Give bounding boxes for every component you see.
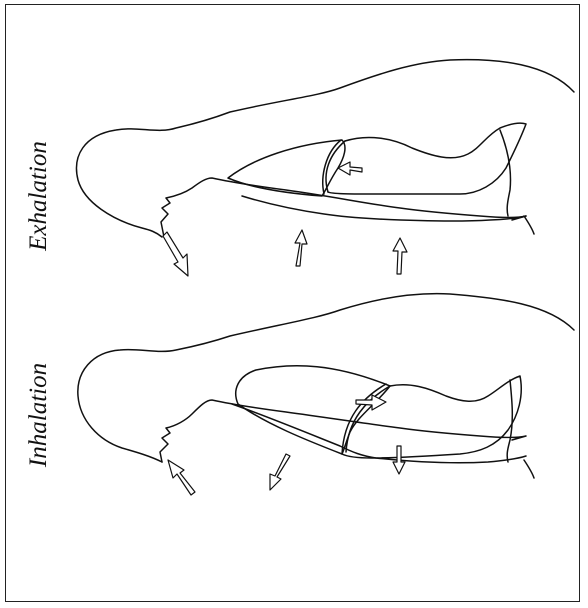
inhalation-label: Inhalation	[25, 363, 52, 468]
inhalation-back-line	[232, 404, 526, 463]
inhalation-lung	[236, 366, 390, 454]
exhalation-chest-arrow	[295, 230, 307, 266]
inhalation-diaphragm-arrow	[356, 395, 386, 410]
exhalation-face-outline	[161, 178, 526, 237]
exhalation-diaphragm-arrow	[338, 162, 362, 175]
exhalation-abdomen	[328, 123, 526, 194]
inhalation-mouth-arrow	[168, 460, 195, 495]
inhalation-chest-arrow	[270, 454, 290, 490]
exhalation-back-line	[242, 196, 526, 221]
exhalation-figure	[77, 60, 574, 276]
inhalation-figure	[78, 294, 574, 495]
exhalation-belly-arrow	[393, 238, 407, 274]
exhalation-mouth-arrow	[163, 232, 188, 276]
exhalation-head-outline	[77, 60, 574, 237]
inhalation-abdomen	[342, 376, 521, 458]
exhalation-label: Exhalation	[25, 141, 52, 252]
